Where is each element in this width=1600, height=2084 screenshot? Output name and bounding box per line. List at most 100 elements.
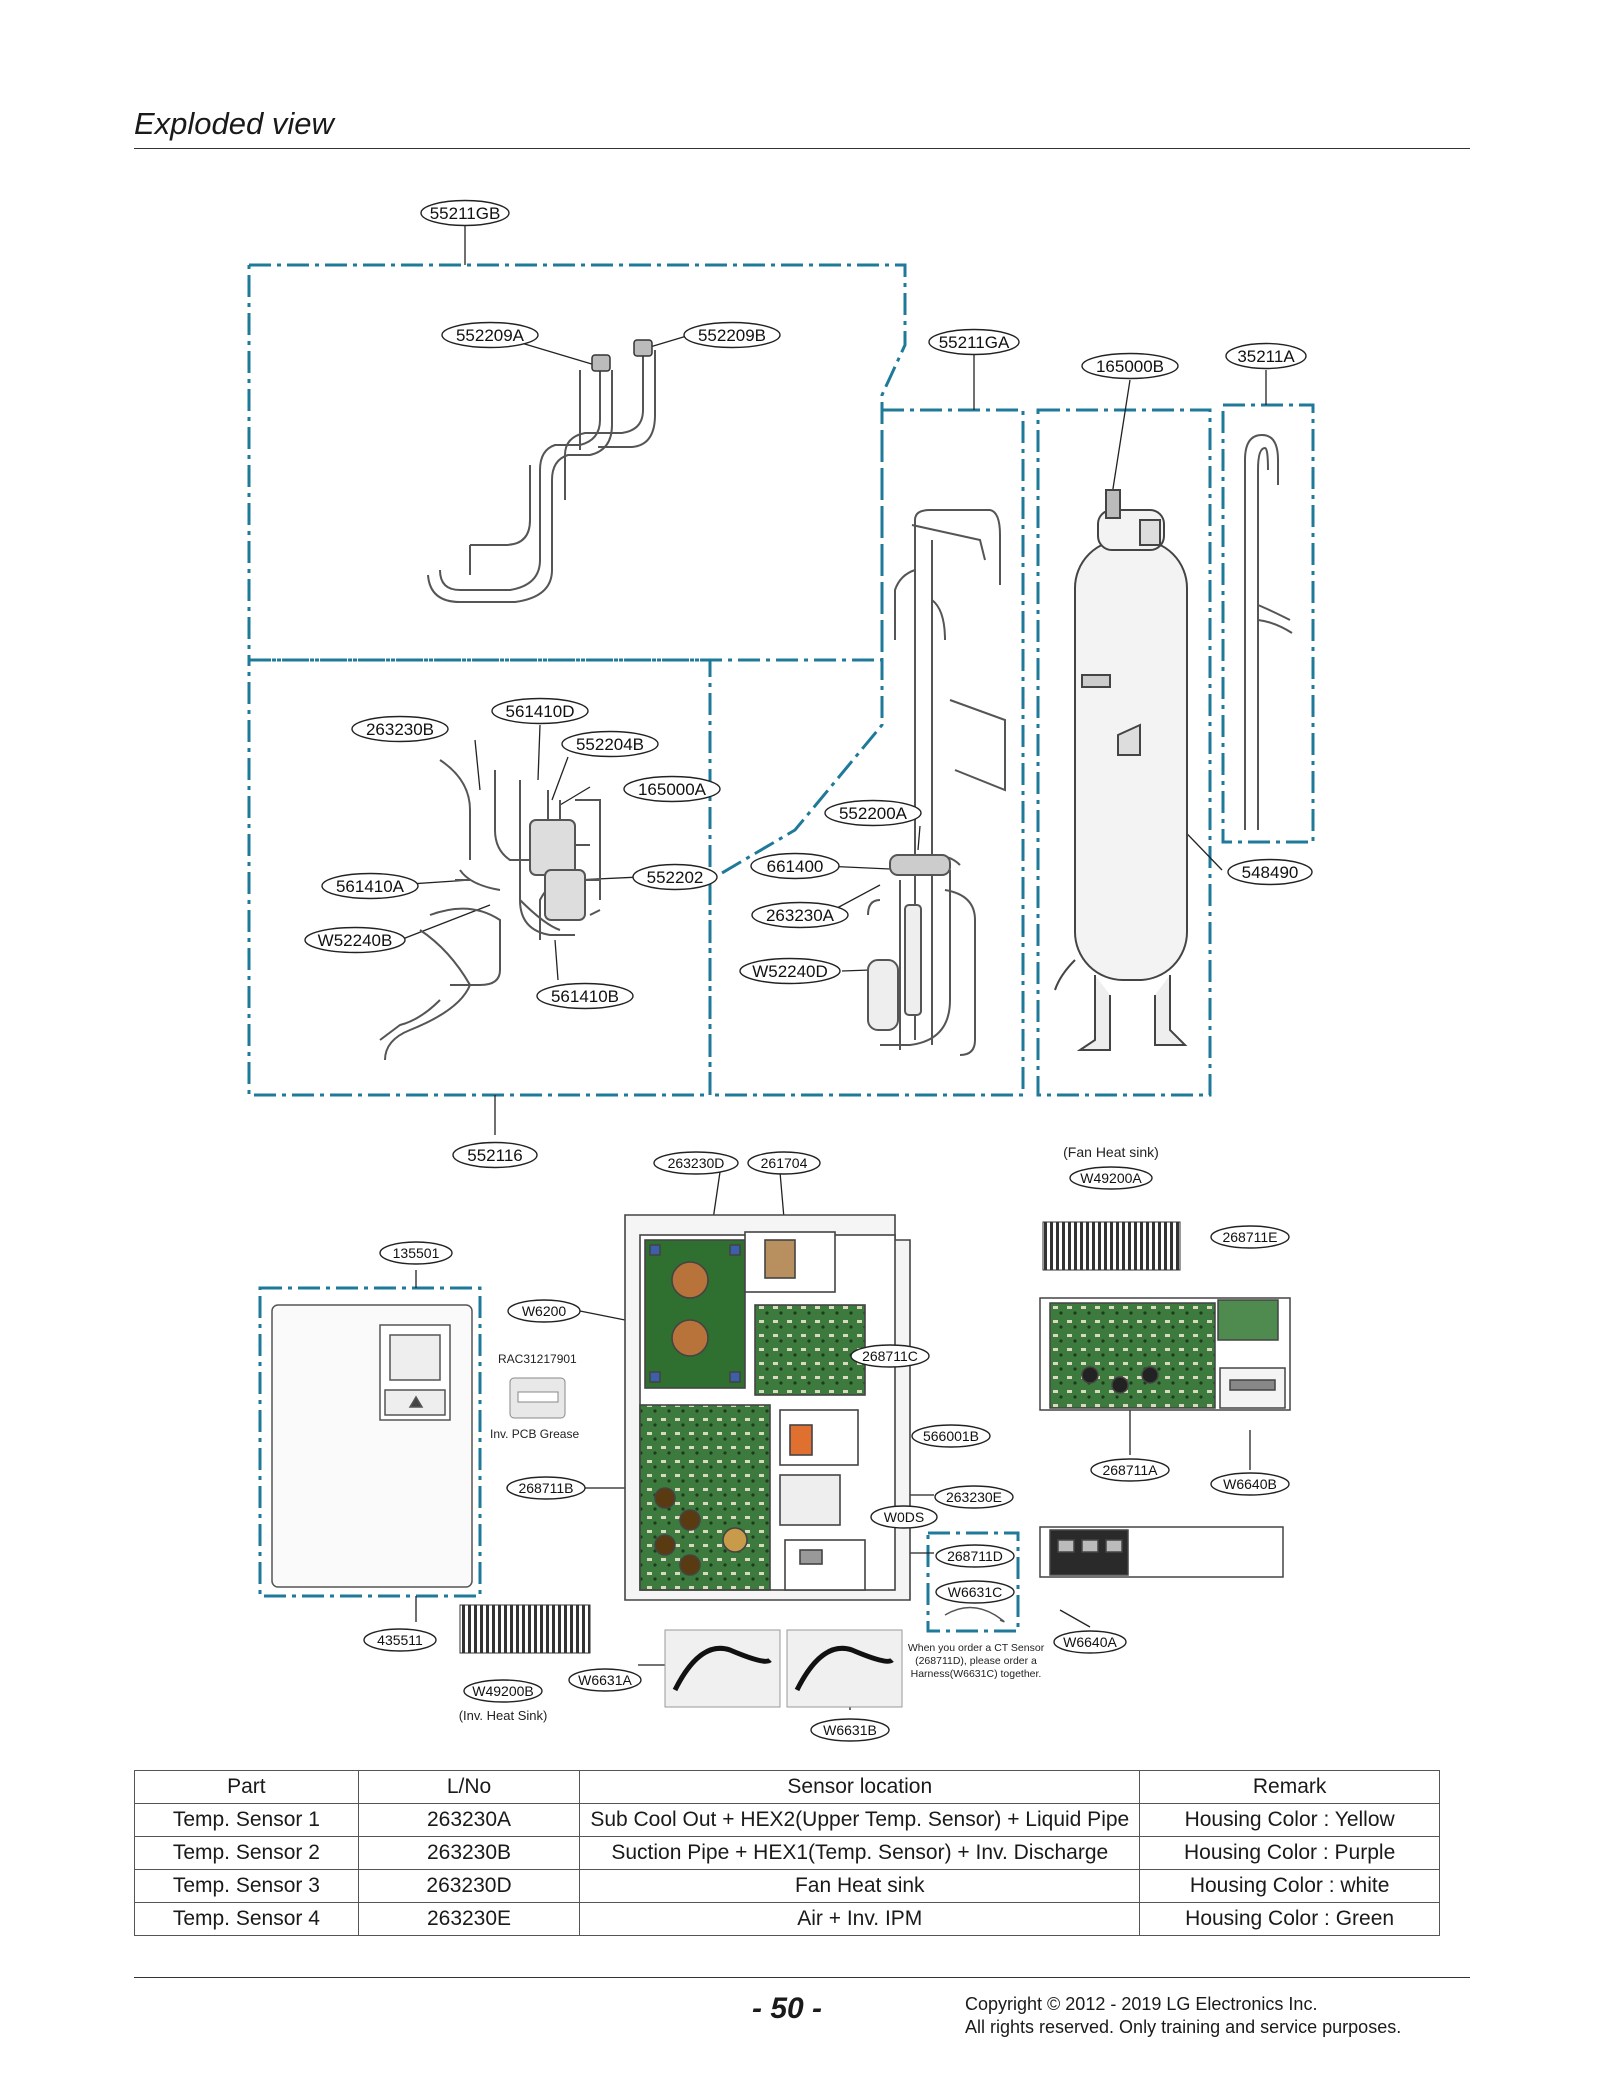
header-sensor-location: Sensor location <box>579 1770 1141 1804</box>
callout-ellipse <box>1225 342 1307 370</box>
callout-label: 561410A <box>336 877 405 896</box>
callout-ellipse <box>1090 1458 1170 1482</box>
callout-ellipse <box>420 199 510 227</box>
callout-263230e: 263230E <box>934 1485 1014 1509</box>
callout-ellipse <box>747 1151 821 1175</box>
callout-552200a: 552200A <box>824 799 922 827</box>
inv-heat-sink-note: (Inv. Heat Sink) <box>459 1708 548 1723</box>
callout-label: W6640A <box>1063 1634 1117 1650</box>
callout-label: 552209B <box>698 326 766 345</box>
cell-part: Temp. Sensor 3 <box>134 1869 359 1903</box>
group-55211GA <box>708 408 1025 1097</box>
table-row: Temp. Sensor 3 263230D Fan Heat sink Hou… <box>134 1869 1440 1903</box>
callout-ellipse <box>304 926 406 954</box>
callout-55211ga: 55211GA <box>928 328 1020 356</box>
callout-label: 263230E <box>946 1489 1002 1505</box>
callout-label: 55211GB <box>430 204 501 223</box>
heading-rule <box>134 148 1470 149</box>
cell-lno: 263230A <box>357 1803 581 1837</box>
cell-location: Air + Inv. IPM <box>579 1902 1141 1936</box>
table-row: Temp. Sensor 1 263230A Sub Cool Out + HE… <box>134 1803 1440 1837</box>
callout-ellipse <box>463 1679 543 1703</box>
callout-ellipse <box>928 328 1020 356</box>
callout-268711a: 268711A <box>1090 1458 1170 1482</box>
callout-label: 55211GA <box>939 333 1010 352</box>
ct-sensor-harness <box>944 1606 1005 1623</box>
table-header-row: Part L/No Sensor location Remark <box>134 1770 1440 1804</box>
callout-label: W52240B <box>318 931 393 950</box>
copyright-line-2: All rights reserved. Only training and s… <box>965 2017 1402 2037</box>
callout-ellipse <box>653 1151 739 1175</box>
callout-label: W6631A <box>578 1672 632 1688</box>
callout-label: 135501 <box>393 1245 440 1261</box>
cell-lno: 263230E <box>357 1902 581 1936</box>
callout-ellipse <box>351 715 449 743</box>
cell-part: Temp. Sensor 1 <box>134 1803 359 1837</box>
callout-label: 552202 <box>647 868 704 887</box>
callout-55211gb: 55211GB <box>420 199 510 227</box>
callout-w49200a: W49200A <box>1069 1166 1153 1190</box>
callout-ellipse <box>850 1344 930 1368</box>
callout-label: 561410B <box>551 987 619 1006</box>
table-row: Temp. Sensor 2 263230B Suction Pipe + HE… <box>134 1836 1440 1870</box>
callout-ellipse <box>1081 352 1179 380</box>
callout-ellipse <box>751 901 849 929</box>
callout-ellipse <box>568 1668 642 1692</box>
cell-location: Sub Cool Out + HEX2(Upper Temp. Sensor) … <box>579 1803 1141 1837</box>
cell-location: Fan Heat sink <box>579 1869 1141 1903</box>
valve-caps <box>591 339 653 372</box>
callout-label: 548490 <box>1242 863 1299 882</box>
callout-ellipse <box>379 1241 453 1265</box>
callout-ellipse <box>739 957 841 985</box>
callout-label: 552204B <box>576 735 644 754</box>
callout-label: 552200A <box>839 804 908 823</box>
callout-w6200: W6200 <box>507 1299 581 1323</box>
callout-561410d: 561410D <box>491 697 589 725</box>
callout-ellipse <box>441 321 539 349</box>
lower-left-piping <box>379 759 601 1061</box>
callout-ellipse <box>363 1628 437 1652</box>
callout-ellipse <box>632 863 718 891</box>
callout-ellipse <box>1053 1630 1127 1654</box>
callout-ellipse <box>561 730 659 758</box>
header-lno: L/No <box>357 1770 581 1804</box>
cell-remark: Housing Color : white <box>1139 1869 1440 1903</box>
cell-remark: Housing Color : Purple <box>1139 1836 1440 1870</box>
callout-165000a: 165000A <box>623 775 721 803</box>
callout-263230b: 263230B <box>351 715 449 743</box>
cell-location: Suction Pipe + HEX1(Temp. Sensor) + Inv.… <box>579 1836 1141 1870</box>
inv-heat-sink-W49200B <box>459 1604 591 1654</box>
callout-ellipse <box>1210 1225 1290 1249</box>
callout-label: W49200B <box>472 1683 533 1699</box>
callout-label: 263230D <box>668 1155 725 1171</box>
callout-label: 268711B <box>518 1480 573 1496</box>
callout-ellipse <box>935 1544 1015 1568</box>
callout-label: W0DS <box>884 1509 924 1525</box>
callout-552202: 552202 <box>632 863 718 891</box>
callout-ellipse <box>1210 1472 1290 1496</box>
callout-135501: 135501 <box>379 1241 453 1265</box>
exploded-view-diagram: 55211GB552209A552209B55211GA165000B35211… <box>247 199 1315 1742</box>
callout-661400: 661400 <box>750 852 840 880</box>
callout-ellipse <box>911 1424 991 1448</box>
terminal-block-W6640A <box>1039 1526 1284 1578</box>
table-row: Temp. Sensor 4 263230E Air + Inv. IPM Ho… <box>134 1902 1440 1936</box>
page-heading: Exploded view <box>134 106 334 141</box>
callout-552209b: 552209B <box>683 321 781 349</box>
cell-remark: Housing Color : Yellow <box>1139 1803 1440 1837</box>
callout-label: 165000B <box>1096 357 1164 376</box>
callout-label: 552209A <box>456 326 525 345</box>
callout-263230a: 263230A <box>751 901 849 929</box>
callout-ellipse <box>507 1299 581 1323</box>
callout-435511: 435511 <box>363 1628 437 1652</box>
callout-label: 561410D <box>505 702 574 721</box>
cell-lno: 263230B <box>357 1836 581 1870</box>
control-box <box>624 1214 911 1601</box>
copyright-line-1: Copyright © 2012 - 2019 LG Electronics I… <box>965 1994 1318 2014</box>
group-55211GB <box>247 263 907 662</box>
callout-w6640a: W6640A <box>1053 1630 1127 1654</box>
callout-label: 661400 <box>767 857 824 876</box>
callout-ellipse <box>321 872 419 900</box>
callout-ellipse <box>824 799 922 827</box>
callout-268711c: 268711C <box>850 1344 930 1368</box>
